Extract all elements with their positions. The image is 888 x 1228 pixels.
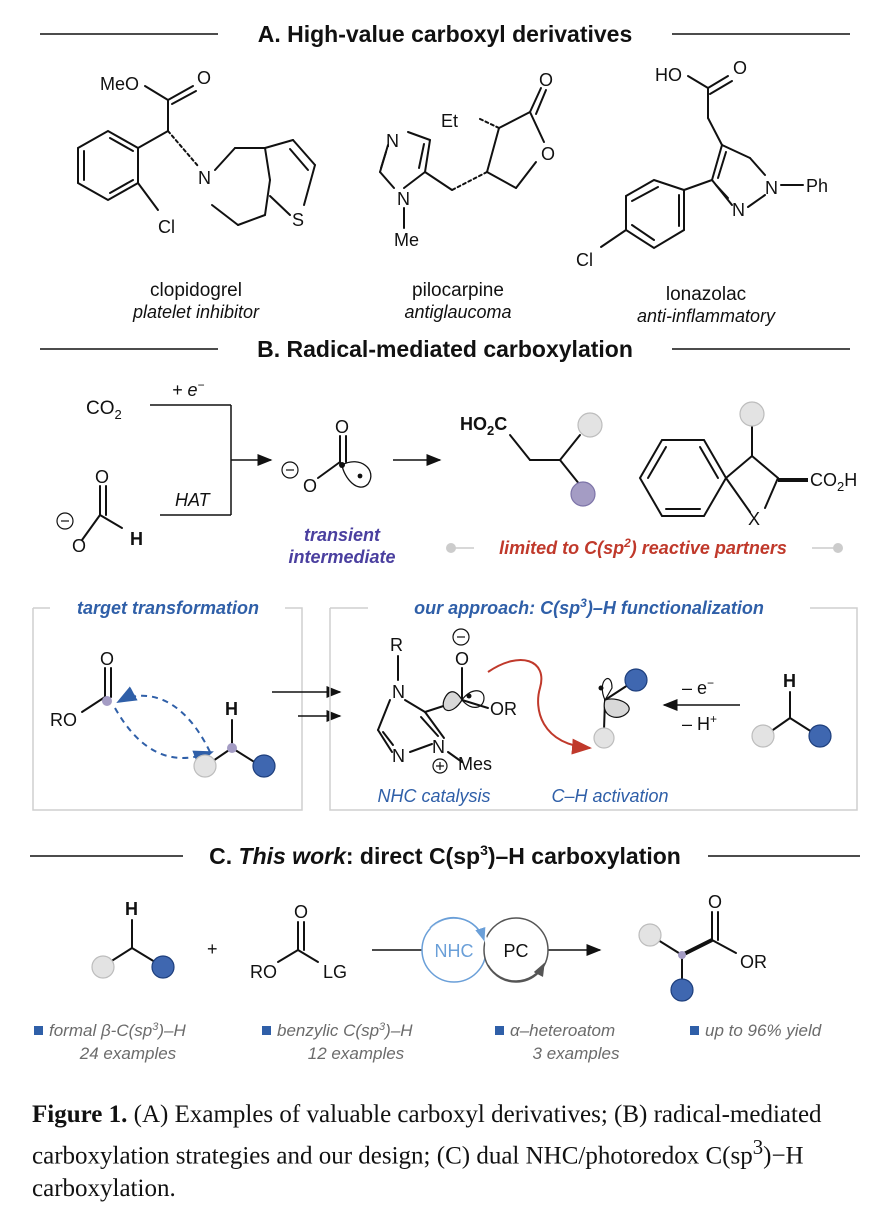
pilocarpine-carbonyl-o-atom: O bbox=[539, 70, 553, 90]
nhc-n1-atom: N bbox=[432, 737, 445, 757]
pilocarpine-structure: Et O O N N Me bbox=[379, 70, 555, 250]
target-transformation-box: target transformation O RO H bbox=[32, 598, 303, 811]
target-ro-label: RO bbox=[50, 710, 77, 730]
formate-o: O bbox=[95, 467, 109, 487]
ch-activation-label: C–H activation bbox=[551, 786, 668, 806]
plus-electron-label: + e− bbox=[172, 378, 205, 400]
product2-x-atom: X bbox=[748, 509, 760, 529]
pilocarpine-n3-atom: N bbox=[386, 131, 399, 151]
nhc-cycle-label: NHC bbox=[435, 941, 474, 961]
section-c-title: C. This work: direct C(sp3)–H carboxylat… bbox=[209, 842, 681, 869]
c-reagent-ro: RO bbox=[250, 962, 277, 982]
radical-o-minus: O bbox=[303, 476, 317, 496]
lonazolac-use: anti-inflammatory bbox=[637, 306, 776, 326]
feature-2: benzylic C(sp3)–H 12 examples bbox=[262, 1021, 413, 1063]
minus-proton-label: – H+ bbox=[682, 712, 717, 734]
our-approach-box: our approach: C(sp3)–H functionalization… bbox=[329, 596, 858, 811]
lonazolac-cl-atom: Cl bbox=[576, 250, 593, 270]
feature-2-line1: benzylic C(sp3)–H bbox=[277, 1021, 413, 1040]
clopidogrel-meo-atom: MeO bbox=[100, 74, 139, 94]
co2-radical-anion: O O bbox=[281, 417, 372, 496]
clopidogrel-use: platelet inhibitor bbox=[132, 302, 260, 322]
target-transformation-label: target transformation bbox=[77, 598, 259, 618]
product2-acid-label: CO2H bbox=[810, 470, 857, 494]
c-substrate-h: H bbox=[125, 899, 138, 919]
caption-text: (A) Examples of valuable carboxyl deriva… bbox=[32, 1101, 822, 1170]
caption-sup: 3 bbox=[752, 1135, 764, 1159]
section-b: B. Radical-mediated carboxylation CO2 + … bbox=[32, 336, 858, 811]
hat-label: HAT bbox=[175, 490, 212, 510]
feature-3-line1: α–heteroatom bbox=[510, 1021, 615, 1040]
section-b-title: B. Radical-mediated carboxylation bbox=[257, 336, 633, 362]
lonazolac-n1-atom: N bbox=[765, 178, 778, 198]
nhc-n2-atom: N bbox=[392, 746, 405, 766]
c-plus-sign: + bbox=[207, 939, 218, 959]
feature-4: up to 96% yield bbox=[690, 1021, 822, 1040]
clopidogrel-structure: MeO O N S Cl bbox=[77, 68, 316, 237]
pilocarpine-name: pilocarpine bbox=[412, 280, 504, 301]
lonazolac-ph-atom: Ph bbox=[806, 176, 828, 196]
formate-o-minus: O bbox=[72, 536, 86, 556]
nhc-or-label: OR bbox=[490, 699, 517, 719]
lonazolac-ho-atom: HO bbox=[655, 65, 682, 85]
lonazolac-n2-atom: N bbox=[732, 200, 745, 220]
feature-3-line2: 3 examples bbox=[533, 1044, 620, 1063]
beta-acid-product: HO2C bbox=[460, 412, 603, 507]
clopidogrel-n-atom: N bbox=[198, 168, 211, 188]
clopidogrel-s-atom: S bbox=[292, 210, 304, 230]
formate-structure: O H O bbox=[56, 467, 143, 556]
c-reagent-lg: LG bbox=[323, 962, 347, 982]
section-a: A. High-value carboxyl derivatives bbox=[40, 21, 850, 326]
formate-h: H bbox=[130, 529, 143, 549]
transient-label-line1: transient bbox=[304, 525, 381, 545]
section-a-title: A. High-value carboxyl derivatives bbox=[258, 21, 633, 47]
lonazolac-name: lonazolac bbox=[666, 284, 746, 305]
feature-1: formal β-C(sp3)–H 24 examples bbox=[34, 1021, 186, 1063]
clopidogrel-name: clopidogrel bbox=[150, 280, 242, 301]
pilocarpine-et-atom: Et bbox=[441, 111, 458, 131]
feature-1-line2: 24 examples bbox=[79, 1044, 177, 1063]
limited-label: limited to C(sp2) reactive partners bbox=[499, 536, 787, 558]
nhc-r-atom: R bbox=[390, 635, 403, 655]
dihydro-heterocycle-product: X CO2H bbox=[638, 401, 857, 529]
target-h-atom: H bbox=[225, 699, 238, 719]
target-carbonyl-o: O bbox=[100, 649, 114, 669]
transient-label-line2: intermediate bbox=[288, 547, 395, 567]
lonazolac-structure: HO O N N Ph Cl bbox=[576, 58, 828, 270]
c-reagent-o: O bbox=[294, 902, 308, 922]
co2-label: CO2 bbox=[86, 398, 122, 422]
pilocarpine-use: antiglaucoma bbox=[404, 302, 511, 322]
section-c: C. This work: direct C(sp3)–H carboxylat… bbox=[30, 842, 860, 1063]
feature-2-line2: 12 examples bbox=[308, 1044, 405, 1063]
lonazolac-o-atom: O bbox=[733, 58, 747, 78]
our-approach-label: our approach: C(sp3)–H functionalization bbox=[414, 596, 764, 618]
nhc-o-minus: O bbox=[455, 649, 469, 669]
nhc-n4-atom: N bbox=[392, 682, 405, 702]
radical-o: O bbox=[335, 417, 349, 437]
nhc-catalysis-label: NHC catalysis bbox=[377, 786, 490, 806]
product1-acid-label: HO2C bbox=[460, 414, 507, 438]
approach-substrate-h: H bbox=[783, 671, 796, 691]
pc-cycle-label: PC bbox=[503, 941, 528, 961]
clopidogrel-o-atom: O bbox=[197, 68, 211, 88]
clopidogrel-cl-atom: Cl bbox=[158, 217, 175, 237]
nhc-mes-label: Mes bbox=[458, 754, 492, 774]
c-product-o: O bbox=[708, 892, 722, 912]
feature-4-line1: up to 96% yield bbox=[705, 1021, 822, 1040]
c-product-or: OR bbox=[740, 952, 767, 972]
feature-3: α–heteroatom 3 examples bbox=[495, 1021, 620, 1063]
pilocarpine-ring-o-atom: O bbox=[541, 144, 555, 164]
feature-1-line1: formal β-C(sp3)–H bbox=[49, 1021, 186, 1040]
caption-figure-label: Figure 1. bbox=[32, 1101, 128, 1128]
pilocarpine-n1-atom: N bbox=[397, 189, 410, 209]
caption-end: )−H carboxylation. bbox=[32, 1142, 804, 1203]
minus-electron-label: – e− bbox=[682, 676, 714, 698]
pilocarpine-me-atom: Me bbox=[394, 230, 419, 250]
figure-caption: Figure 1. (A) Examples of valuable carbo… bbox=[32, 1098, 862, 1205]
